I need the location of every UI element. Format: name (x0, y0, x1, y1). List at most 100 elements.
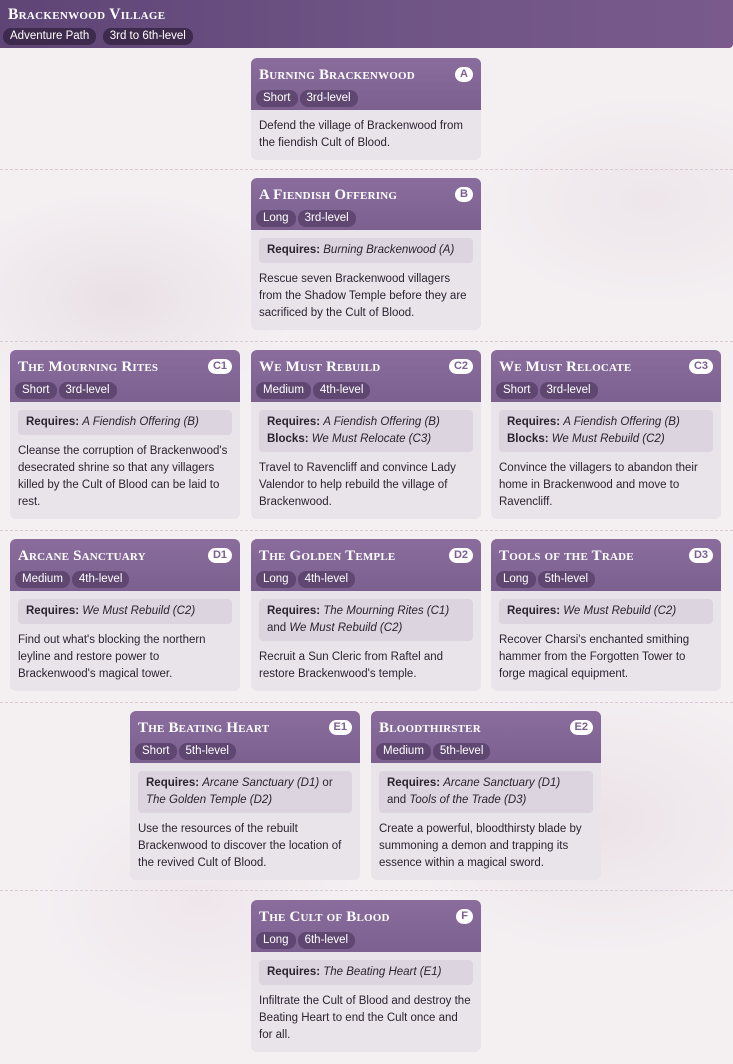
requirements-box: Requires: The Mourning Rites (C1) and We … (259, 599, 473, 641)
length-badge: Medium (376, 743, 431, 760)
requires-label: Requires: (267, 966, 321, 978)
level-badge: 5th-level (537, 571, 596, 588)
quest-id-badge: A (455, 67, 473, 82)
row-divider (0, 702, 733, 703)
requires-value: The Mourning Rites (C1) (323, 605, 450, 617)
blocks-label: Blocks: (267, 433, 309, 445)
path-type-badge: Adventure Path (3, 28, 97, 45)
and-label: and (267, 622, 287, 634)
requirements-box: Requires: A Fiendish Offering (B) (18, 410, 232, 435)
quest-description: Travel to Ravencliff and convince Lady V… (259, 462, 456, 508)
level-badge: 6th-level (297, 932, 356, 949)
requires-label: Requires: (267, 605, 321, 617)
length-badge: Short (496, 382, 538, 399)
row-divider (0, 530, 733, 531)
quest-description: Find out what's blocking the northern le… (18, 634, 206, 680)
quest-description: Use the resources of the rebuilt Bracken… (138, 823, 342, 869)
length-badge: Short (135, 743, 177, 760)
quest-description: Create a powerful, bloodthirsty blade by… (379, 823, 582, 869)
quest-title: We Must Relocate (499, 359, 632, 375)
requires-label: Requires: (146, 777, 200, 789)
length-badge: Short (15, 382, 57, 399)
requires-value: A Fiendish Offering (B) (563, 416, 680, 428)
card-body: Requires: A Fiendish Offering (B)Blocks:… (251, 402, 481, 519)
requires-and-value: We Must Rebuild (C2) (289, 622, 403, 634)
level-badge: 3rd-level (58, 382, 117, 399)
requirements-box: Requires: Burning Brackenwood (A) (259, 238, 473, 263)
requires-label: Requires: (507, 605, 561, 617)
length-badge: Long (256, 932, 296, 949)
quest-title: The Cult of Blood (259, 909, 390, 925)
quest-id-badge: C1 (207, 359, 232, 374)
and-label: and (387, 794, 407, 806)
card-body: Defend the village of Brackenwood from t… (251, 110, 481, 160)
row-divider (0, 341, 733, 342)
page-title: Brackenwood Village (8, 6, 166, 23)
requires-value: The Beating Heart (E1) (323, 966, 442, 978)
level-badge: 4th-level (297, 571, 356, 588)
quest-id-badge: D1 (207, 548, 232, 563)
requires-label: Requires: (387, 777, 441, 789)
quest-id-badge: E1 (328, 720, 352, 735)
level-badge: 5th-level (432, 743, 491, 760)
card-body: Requires: We Must Rebuild (C2)Find out w… (10, 591, 240, 691)
quest-title: Bloodthirster (379, 720, 481, 736)
quest-id-badge: D2 (448, 548, 473, 563)
requirements-box: Requires: Arcane Sanctuary (D1)and Tools… (379, 771, 593, 813)
length-badge: Long (496, 571, 536, 588)
quest-title: Tools of the Trade (499, 548, 634, 564)
quest-description: Recover Charsi's enchanted smithing hamm… (499, 634, 690, 680)
length-badge: Short (256, 90, 298, 107)
quest-id-badge: B (455, 187, 473, 202)
requires-value: A Fiendish Offering (B) (82, 416, 199, 428)
level-badge: 4th-level (71, 571, 130, 588)
card-body: Requires: The Mourning Rites (C1) and We … (251, 591, 481, 691)
quest-description: Recruit a Sun Cleric from Raftel and res… (259, 651, 444, 680)
level-badge: 4th-level (312, 382, 371, 399)
length-badge: Long (256, 210, 296, 227)
requires-label: Requires: (267, 416, 321, 428)
requires-label: Requires: (26, 605, 80, 617)
requirements-box: Requires: The Beating Heart (E1) (259, 960, 473, 985)
requirements-box: Requires: A Fiendish Offering (B)Blocks:… (259, 410, 473, 452)
length-badge: Medium (256, 382, 311, 399)
quest-description: Rescue seven Brackenwood villagers from … (259, 273, 467, 319)
quest-title: The Beating Heart (138, 720, 270, 736)
card-body: Requires: We Must Rebuild (C2) Recover Ch… (491, 591, 721, 691)
or-label: or (322, 777, 333, 789)
blocks-value: We Must Relocate (C3) (311, 433, 432, 445)
quest-title: Arcane Sanctuary (18, 548, 146, 564)
quest-description: Infiltrate the Cult of Blood and destroy… (259, 995, 471, 1041)
quest-id-badge: F (456, 909, 473, 924)
header-pills: Adventure Path 3rd to 6th-level (3, 26, 195, 45)
level-badge: 3rd-level (297, 210, 356, 227)
requirements-box: Requires: We Must Rebuild (C2) (499, 599, 713, 624)
requires-value: Burning Brackenwood (A) (323, 244, 455, 256)
